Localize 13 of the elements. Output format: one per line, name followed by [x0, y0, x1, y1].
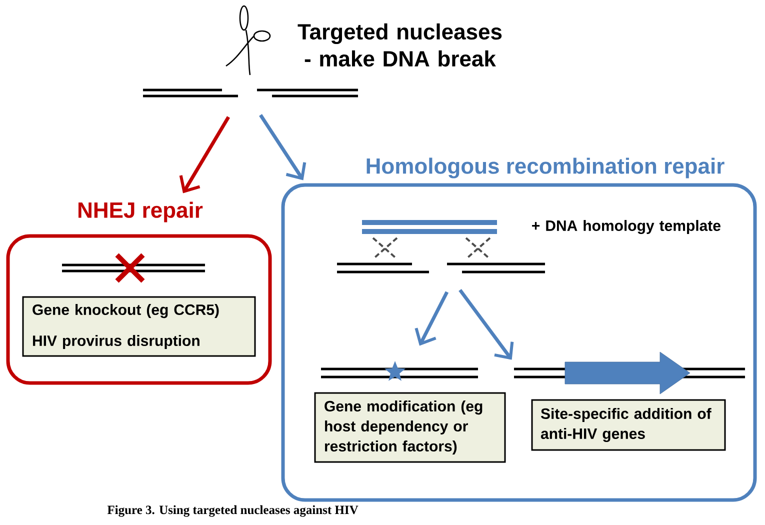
label-text: + DNA homology template	[532, 220, 720, 234]
arrow	[179, 116, 230, 194]
arrow	[458, 288, 514, 360]
text-box: Gene knockout (eg CCR5) HIV provirus disruption	[22, 296, 256, 357]
node-label: Homologous recombination repair	[366, 158, 724, 178]
modified-dna-drawing	[321, 361, 478, 381]
text-box: Gene modification (eg host dependency or restriction factors)	[314, 392, 506, 463]
figure-caption: Figure 3. Using targeted nucleases against HIV	[107, 505, 358, 517]
gene-insertion-drawing	[514, 352, 745, 394]
arrow	[259, 114, 306, 180]
arrow	[414, 291, 449, 346]
text-box: Site-specific addition of anti-HIV genes	[531, 399, 726, 451]
label-text: Targeted nucleases - make DNA break	[298, 23, 502, 67]
